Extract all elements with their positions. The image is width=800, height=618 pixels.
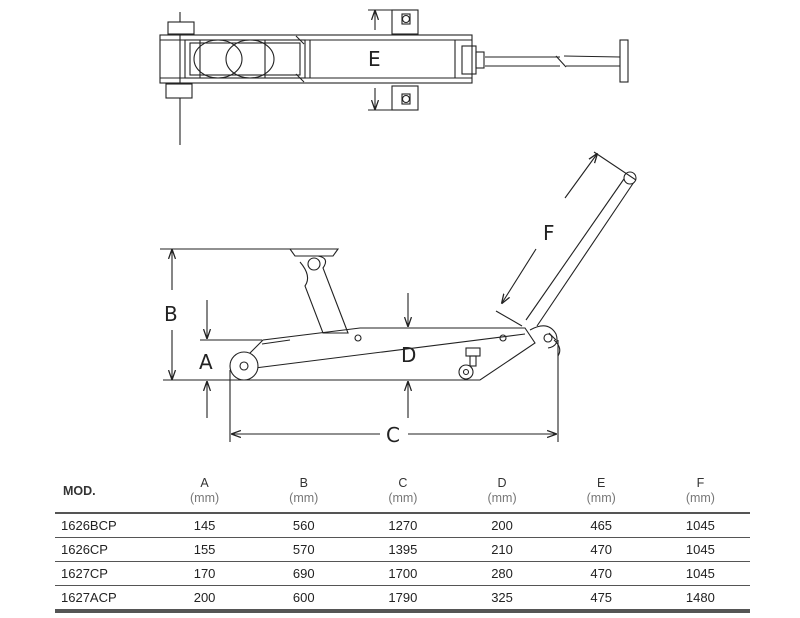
top-view — [159, 9, 629, 145]
dim-label-d: D — [401, 343, 416, 367]
dim-label-e: E — [368, 47, 381, 71]
column-header-unit: (mm) — [487, 491, 517, 505]
column-header-label: B — [299, 476, 308, 490]
column-header-label: D — [497, 476, 507, 490]
column-header-f: F(mm) — [650, 470, 750, 514]
table-header-row: MOD. A(mm) B(mm) C(mm) D(mm) E(mm) F(mm) — [55, 470, 750, 514]
value-cell: 465 — [551, 512, 651, 538]
value-cell: 325 — [452, 585, 552, 613]
value-cell: 1480 — [650, 585, 750, 613]
value-cell: 475 — [551, 585, 651, 613]
dim-label-f: F — [543, 221, 555, 245]
column-header-unit: (mm) — [190, 491, 220, 505]
column-header-unit: (mm) — [685, 491, 715, 505]
value-cell: 1045 — [650, 561, 750, 586]
column-header-label: A — [200, 476, 209, 490]
column-header-d: D(mm) — [452, 470, 552, 514]
model-cell: 1627ACP — [55, 585, 155, 613]
value-cell: 560 — [254, 512, 354, 538]
dim-label-b: B — [164, 302, 178, 326]
value-cell: 1790 — [353, 585, 453, 613]
dim-label-a: A — [199, 350, 213, 374]
column-header-a: A(mm) — [155, 470, 255, 514]
value-cell: 170 — [155, 561, 255, 586]
model-column-header: MOD. — [55, 470, 155, 514]
side-view — [160, 151, 637, 442]
value-cell: 600 — [254, 585, 354, 613]
value-cell: 145 — [155, 512, 255, 538]
column-header-unit: (mm) — [388, 491, 418, 505]
column-header-b: B(mm) — [254, 470, 354, 514]
value-cell: 200 — [155, 585, 255, 613]
model-cell: 1626BCP — [55, 512, 155, 538]
jack-technical-drawing: E — [159, 9, 637, 447]
value-cell: 1395 — [353, 537, 453, 562]
value-cell: 200 — [452, 512, 552, 538]
value-cell: 1045 — [650, 537, 750, 562]
value-cell: 155 — [155, 537, 255, 562]
table-row: 1626CP 155 570 1395 210 470 1045 — [55, 537, 750, 562]
column-header-unit: (mm) — [289, 491, 319, 505]
column-header-c: C(mm) — [353, 470, 453, 514]
dim-label-c: C — [386, 423, 400, 447]
column-header-unit: (mm) — [586, 491, 616, 505]
column-header-label: F — [696, 476, 705, 490]
value-cell: 470 — [551, 537, 651, 562]
value-cell: 470 — [551, 561, 651, 586]
model-cell: 1627CP — [55, 561, 155, 586]
column-header-label: E — [597, 476, 606, 490]
model-cell: 1626CP — [55, 537, 155, 562]
value-cell: 280 — [452, 561, 552, 586]
value-cell: 210 — [452, 537, 552, 562]
value-cell: 1700 — [353, 561, 453, 586]
table-row: 1627CP 170 690 1700 280 470 1045 — [55, 561, 750, 586]
value-cell: 570 — [254, 537, 354, 562]
specifications-table: MOD. A(mm) B(mm) C(mm) D(mm) E(mm) F(mm)… — [55, 470, 750, 613]
table-row: 1626BCP 145 560 1270 200 465 1045 — [55, 512, 750, 538]
value-cell: 690 — [254, 561, 354, 586]
column-header-e: E(mm) — [551, 470, 651, 514]
column-header-label: C — [398, 476, 408, 490]
table-row: 1627ACP 200 600 1790 325 475 1480 — [55, 585, 750, 613]
value-cell: 1045 — [650, 512, 750, 538]
value-cell: 1270 — [353, 512, 453, 538]
